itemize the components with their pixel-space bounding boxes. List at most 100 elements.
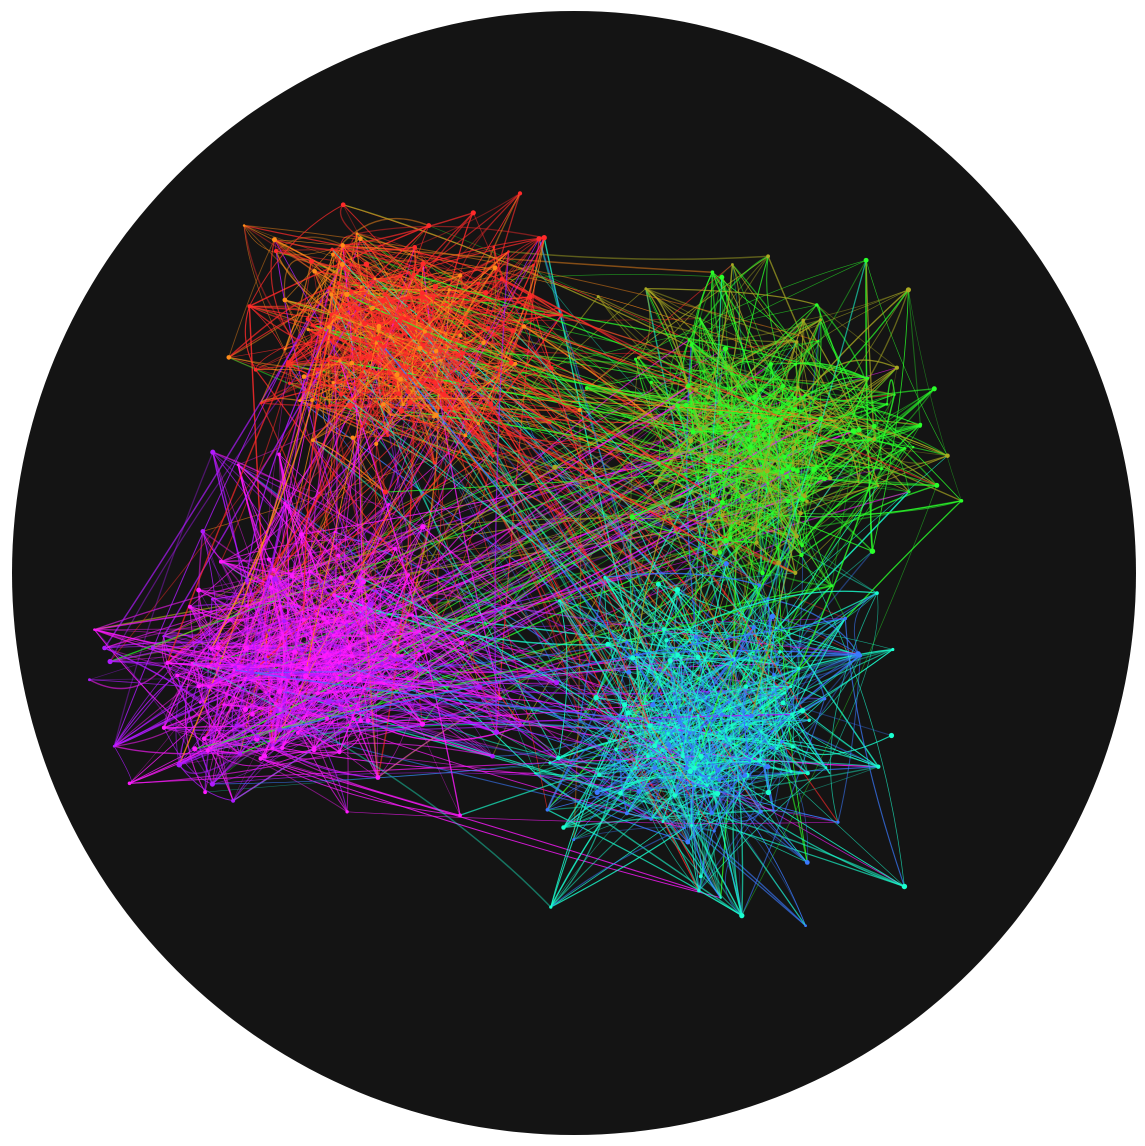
graph-edge bbox=[395, 391, 409, 406]
graph-edge bbox=[706, 418, 783, 461]
graph-node bbox=[206, 664, 211, 669]
graph-edge bbox=[434, 267, 496, 383]
graph-edge bbox=[394, 548, 501, 699]
graph-node bbox=[780, 417, 784, 421]
graph-node bbox=[243, 645, 250, 652]
graph-node bbox=[286, 674, 291, 679]
graph-node bbox=[572, 838, 576, 842]
graph-node bbox=[306, 327, 310, 332]
graph-node bbox=[818, 416, 824, 422]
graph-edge bbox=[831, 378, 869, 586]
graph-edge bbox=[287, 362, 377, 592]
graph-edge bbox=[741, 698, 826, 916]
graph-node bbox=[277, 727, 283, 733]
graph-edge bbox=[243, 225, 317, 360]
graph-node bbox=[291, 649, 298, 655]
graph-edge bbox=[662, 811, 761, 828]
graph-node bbox=[879, 466, 884, 471]
graph-node bbox=[749, 420, 753, 424]
graph-edge bbox=[234, 666, 329, 702]
graph-edge bbox=[330, 294, 695, 789]
graph-edge bbox=[340, 245, 421, 671]
graph-edge bbox=[747, 616, 773, 812]
graph-edge bbox=[339, 360, 905, 887]
graph-edge bbox=[795, 362, 868, 379]
graph-edge bbox=[113, 451, 214, 747]
graph-edge bbox=[327, 342, 425, 361]
graph-node bbox=[432, 284, 439, 290]
graph-edge bbox=[233, 363, 353, 671]
graph-edge bbox=[129, 587, 272, 784]
graph-node bbox=[804, 860, 810, 865]
graph-edge bbox=[766, 433, 810, 472]
graph-node bbox=[667, 658, 673, 664]
graph-edge bbox=[670, 658, 777, 665]
graph-edge bbox=[464, 326, 525, 436]
graph-node bbox=[234, 723, 239, 728]
graph-edge bbox=[579, 577, 606, 720]
graph-edge bbox=[550, 686, 792, 908]
graph-edge bbox=[104, 647, 305, 710]
graph-edge bbox=[512, 330, 800, 669]
graph-node bbox=[766, 597, 770, 601]
graph-node bbox=[698, 427, 702, 431]
graph-node bbox=[302, 673, 309, 679]
graph-edge bbox=[322, 382, 353, 439]
graph-edge bbox=[627, 726, 760, 762]
graph-node bbox=[269, 575, 273, 579]
graph-edge bbox=[347, 811, 839, 824]
graph-node bbox=[337, 665, 342, 669]
graph-node bbox=[618, 790, 623, 796]
graph-edge bbox=[721, 277, 783, 742]
graph-node bbox=[719, 896, 722, 899]
graph-node bbox=[247, 304, 252, 309]
graph-node bbox=[387, 371, 392, 376]
graph-edge bbox=[340, 577, 761, 762]
graph-node bbox=[379, 344, 383, 347]
graph-node bbox=[666, 732, 670, 736]
graph-node bbox=[196, 684, 201, 689]
graph-edge bbox=[655, 396, 756, 483]
graph-edge bbox=[274, 578, 410, 690]
graph-edge bbox=[260, 244, 344, 404]
graph-node bbox=[485, 326, 491, 331]
graph-edge bbox=[163, 647, 219, 728]
graph-edge bbox=[280, 469, 759, 607]
graph-edge bbox=[672, 450, 817, 467]
graph-node bbox=[712, 829, 716, 833]
graph-edge bbox=[598, 720, 661, 776]
graph-edge bbox=[89, 662, 168, 690]
graph-edge bbox=[688, 339, 860, 431]
graph-edge bbox=[776, 748, 809, 863]
graph-edge bbox=[686, 344, 719, 771]
graph-node bbox=[557, 599, 562, 603]
graph-node bbox=[784, 474, 790, 480]
graph-edge bbox=[666, 590, 878, 641]
graph-edge bbox=[275, 250, 377, 344]
graph-node bbox=[644, 287, 648, 290]
graph-edge bbox=[364, 322, 479, 425]
graph-edge bbox=[202, 531, 272, 589]
graph-edge bbox=[210, 264, 344, 650]
graph-node bbox=[747, 444, 753, 449]
graph-edge bbox=[586, 340, 819, 389]
graph-node bbox=[312, 268, 317, 274]
graph-edge bbox=[274, 391, 409, 580]
graph-node bbox=[728, 535, 733, 540]
graph-node bbox=[338, 575, 344, 581]
graph-node bbox=[931, 386, 937, 392]
graph-edge bbox=[493, 450, 760, 586]
graph-node bbox=[344, 291, 350, 298]
graph-edge bbox=[375, 590, 652, 820]
graph-node bbox=[934, 482, 940, 488]
network-graph bbox=[88, 191, 964, 928]
graph-node bbox=[815, 464, 819, 468]
graph-edge bbox=[374, 278, 875, 440]
graph-edge bbox=[418, 315, 479, 424]
graph-edge bbox=[752, 387, 799, 530]
graph-node bbox=[285, 361, 291, 367]
graph-node bbox=[769, 613, 776, 620]
graph-edge bbox=[722, 500, 962, 518]
graph-node bbox=[661, 820, 665, 823]
graph-node bbox=[658, 719, 662, 723]
